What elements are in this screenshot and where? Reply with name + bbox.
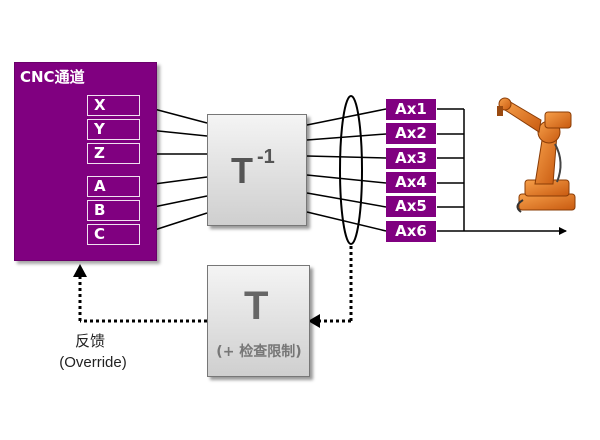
robot-axis-5: Ax5 <box>386 196 436 217</box>
robot-axis-4: Ax4 <box>386 172 436 193</box>
forward-transform-sublabel: (+ 检查限制) <box>216 344 302 360</box>
feedback-dotted-lines <box>318 246 353 323</box>
robot-axis-6: Ax6 <box>386 221 436 242</box>
robot-axis-1: Ax1 <box>386 99 436 120</box>
cnc-axis-a: A <box>87 176 140 197</box>
feedback-label: 反馈 <box>74 332 105 350</box>
inverse-to-axes-lines <box>306 108 387 232</box>
feedback-override-label: (Override) <box>59 354 127 371</box>
inverse-transform-superscript: -1 <box>257 146 275 168</box>
inverse-transform-box <box>207 114 307 226</box>
inverse-transform-label: T <box>231 150 253 191</box>
cnc-axis-y: Y <box>87 119 140 140</box>
override-arrowhead-up <box>73 264 87 277</box>
robot-axis-2: Ax2 <box>386 123 436 144</box>
industrial-robot-arm-icon <box>497 97 576 213</box>
axes-bus-lines <box>437 108 567 235</box>
feedback-arrowhead-right <box>308 314 320 328</box>
forward-transform-box <box>207 265 310 377</box>
cnc-axis-z: Z <box>87 143 140 164</box>
signal-bundle-ellipse <box>339 95 363 245</box>
cnc-channel-title: CNC通道 <box>20 68 85 86</box>
forward-transform-label: T <box>244 284 269 328</box>
cnc-axis-c: C <box>87 224 140 245</box>
cnc-axis-b: B <box>87 200 140 221</box>
override-dotted-lines <box>78 275 207 323</box>
cnc-axis-x: X <box>87 95 140 116</box>
robot-axis-3: Ax3 <box>386 148 436 169</box>
